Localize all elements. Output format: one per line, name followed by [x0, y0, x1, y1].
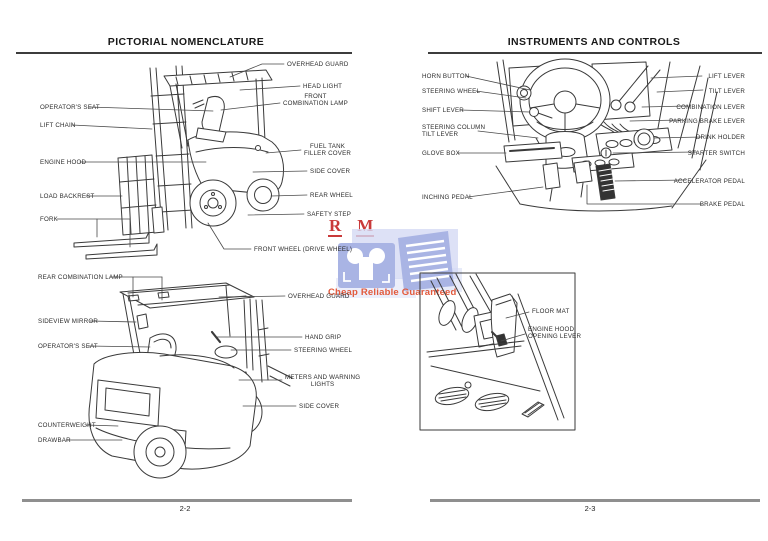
leader-line	[629, 119, 683, 122]
page-title-right: INSTRUMENTS AND CONTROLS	[507, 36, 681, 48]
leader-line	[465, 75, 531, 91]
watermark-tagline: Cheap Reliable Guaranteed	[328, 287, 457, 298]
leader-line	[656, 89, 704, 93]
leader-line	[89, 320, 137, 323]
leader-line	[252, 170, 308, 173]
leader-line	[641, 105, 689, 108]
leader-line	[218, 295, 286, 298]
figure-instrument-panel	[495, 58, 718, 212]
page-title-left: PICTORIAL NOMENCLATURE	[107, 36, 265, 48]
page-number-left: 2-2	[179, 504, 191, 513]
figure-floor-mat-detail	[419, 272, 576, 431]
watermark-book-pages	[405, 239, 450, 283]
footer-rule-right	[430, 499, 760, 502]
leader-line	[459, 109, 531, 113]
leader-line	[56, 218, 131, 248]
leader-line	[87, 345, 151, 348]
leader-line	[207, 222, 252, 250]
leader-line	[220, 102, 281, 111]
leader-line	[467, 186, 544, 198]
title-rule-right	[428, 52, 762, 54]
leader-line	[614, 179, 687, 182]
page-number-right: 2-3	[584, 504, 596, 513]
figure-forklift-side-view	[73, 65, 285, 260]
watermark-logo	[336, 229, 462, 298]
leader-line	[239, 85, 301, 91]
leader-line	[229, 63, 285, 78]
leader-line	[85, 424, 119, 427]
leader-line	[247, 213, 305, 216]
watermark-corner-marks	[343, 272, 390, 283]
leader-line	[270, 194, 308, 197]
leader-line	[650, 75, 703, 79]
watermark-wrench-icon	[359, 257, 373, 280]
figure-forklift-rear-view	[88, 282, 293, 479]
leader-line	[586, 184, 703, 205]
leader-line	[265, 149, 302, 154]
watermark-letter: R	[328, 216, 343, 237]
leader-line	[88, 106, 214, 112]
leader-line	[475, 90, 527, 99]
leader-line	[612, 151, 698, 154]
footer-rule-left	[22, 499, 352, 502]
leader-line	[477, 130, 539, 139]
leader-line	[500, 333, 526, 342]
leader-lines	[56, 63, 704, 441]
leader-line	[71, 124, 153, 130]
leader-line	[653, 136, 703, 139]
title-rule-left	[16, 52, 352, 54]
leader-line	[505, 311, 530, 319]
